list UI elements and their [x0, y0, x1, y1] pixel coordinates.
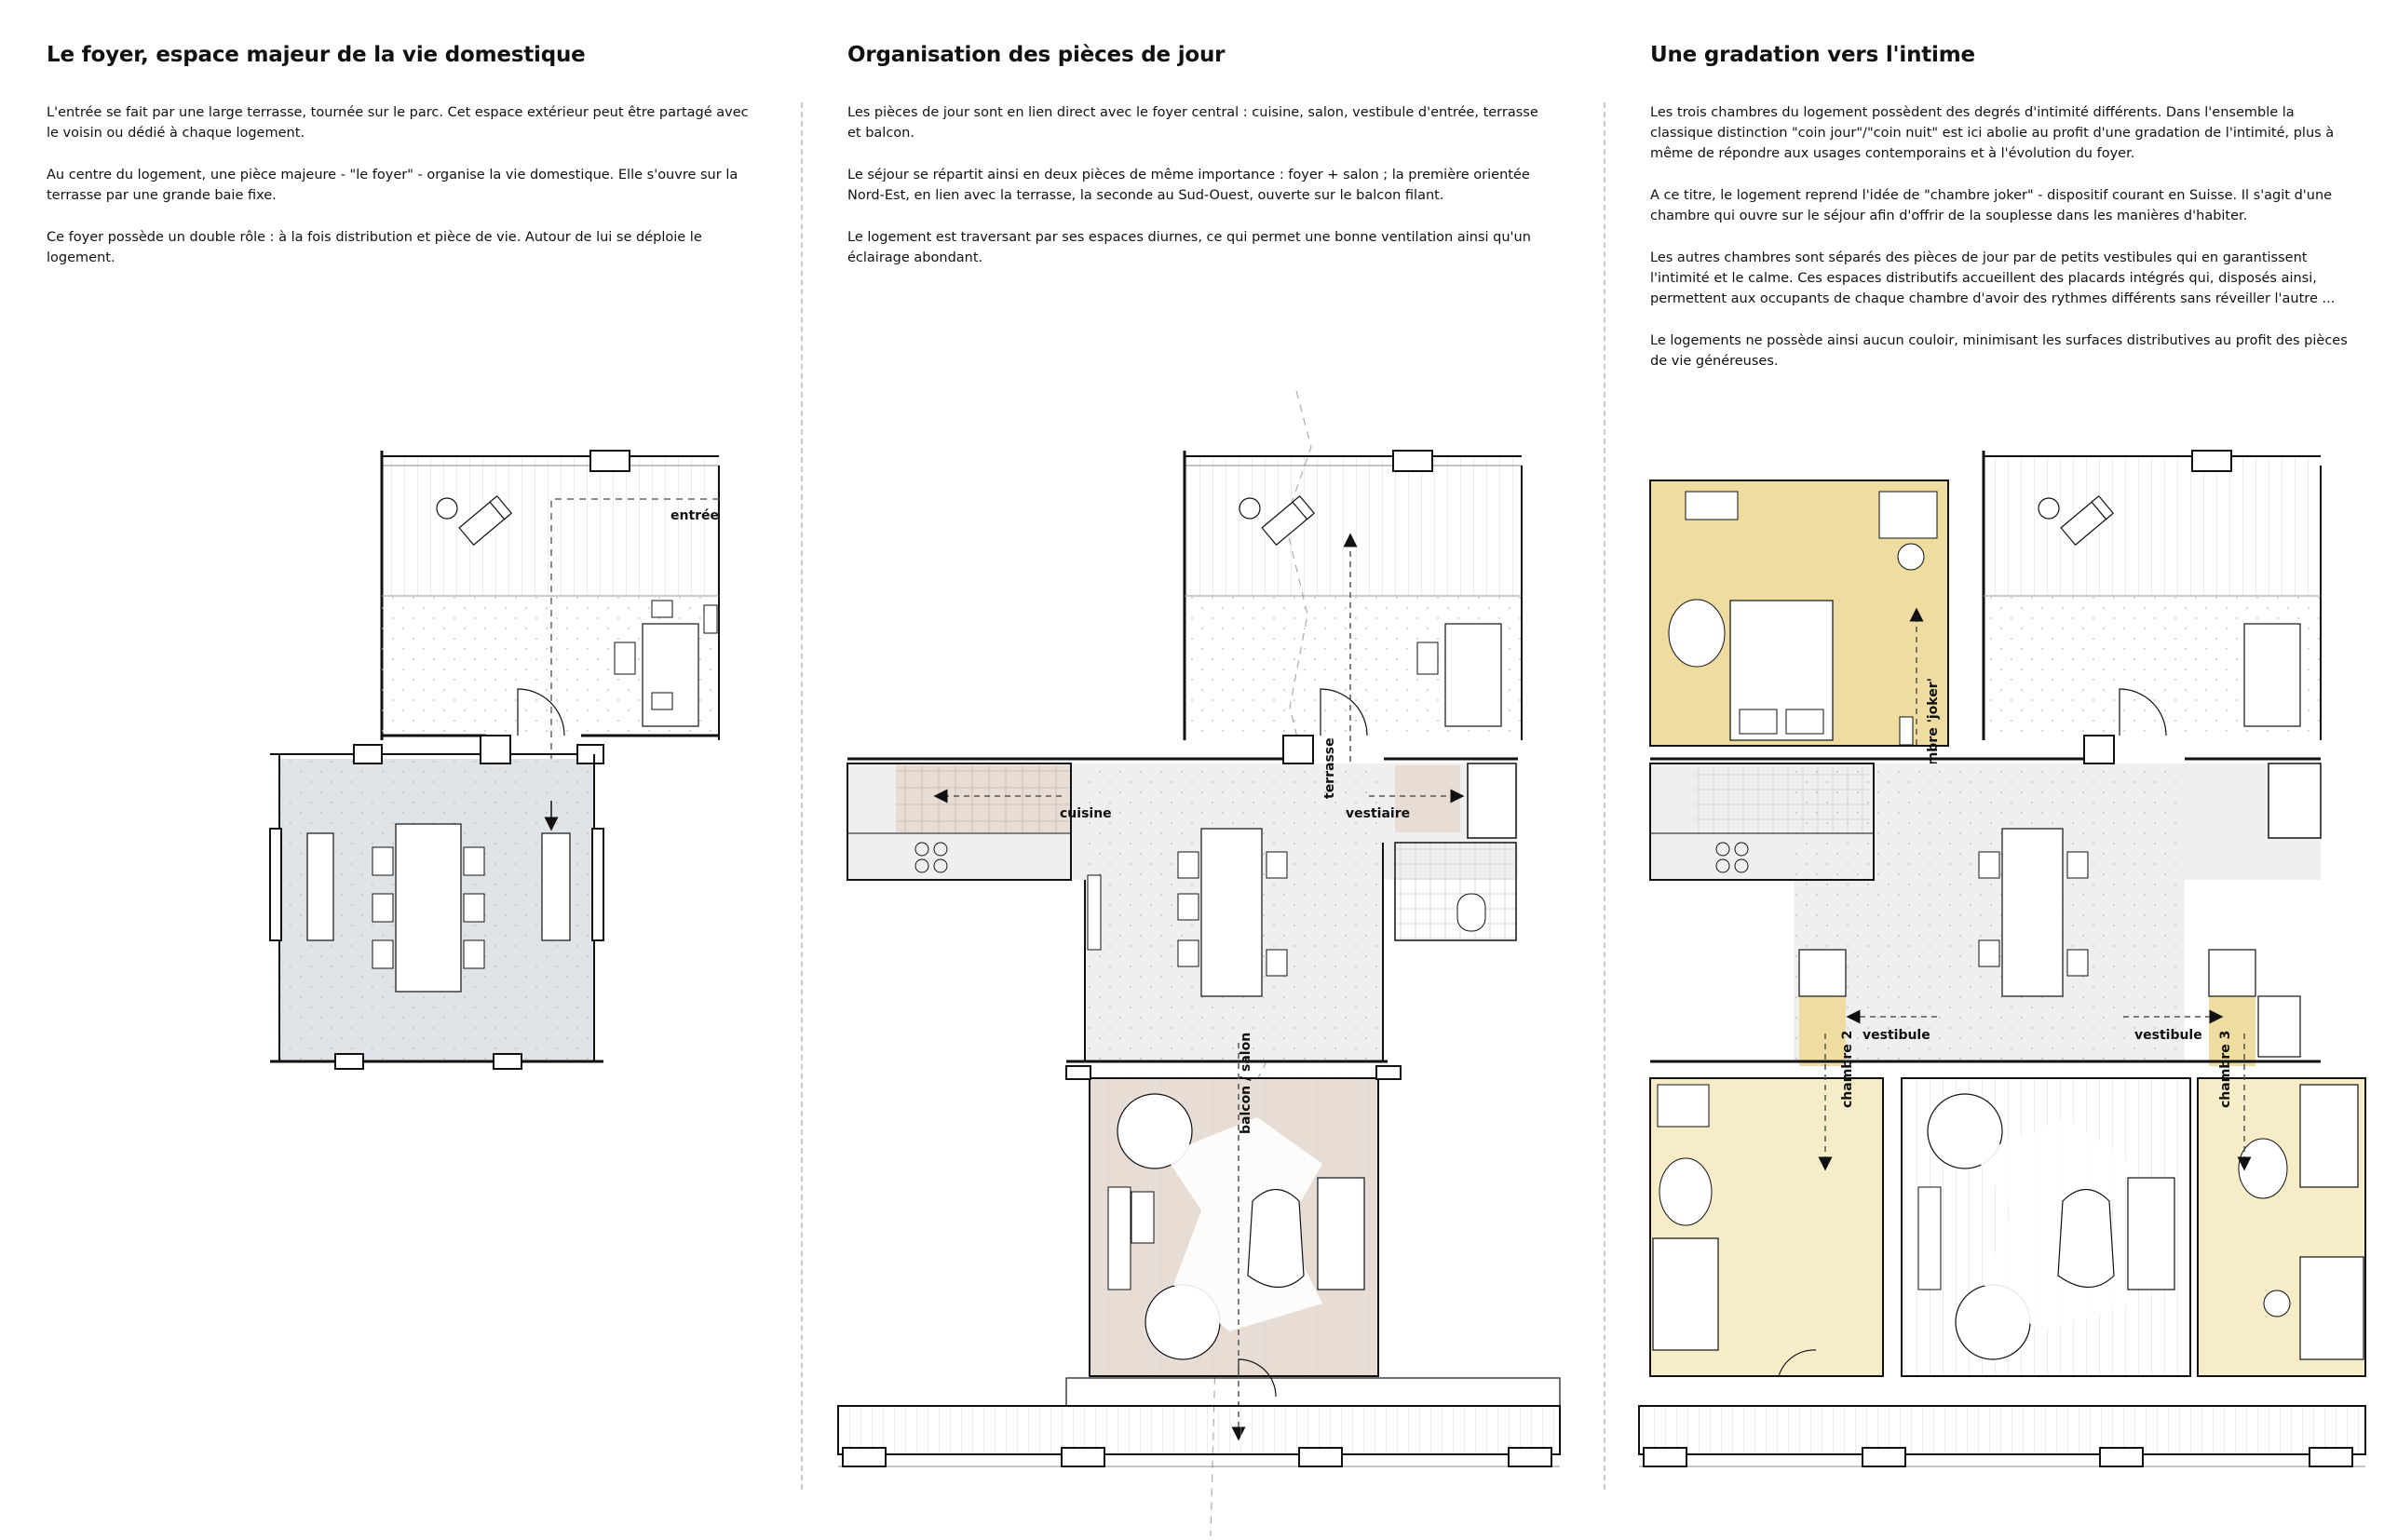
label-cuisine: cuisine [1060, 806, 1112, 821]
coffee-table-icon [1247, 1188, 1305, 1288]
label-terrasse: terrasse [1322, 737, 1337, 799]
paragraph: L'entrée se fait par une large terrasse,… [47, 105, 749, 141]
bed-icon [2299, 1084, 2359, 1188]
column-title: Le foyer, espace majeur de la vie domest… [47, 43, 586, 67]
lounge-chair-icon [1261, 494, 1316, 547]
vestibule-right-area [2209, 996, 2255, 1066]
paragraph: Les trois chambres du logement possèdent… [1650, 105, 2335, 161]
paragraph: Le logement est traversant par ses espac… [847, 230, 1531, 265]
rug-icon [1668, 599, 1726, 668]
door-icon [517, 688, 565, 736]
balcony-area [837, 1405, 1561, 1455]
paragraph: A ce titre, le logement reprend l'idée d… [1650, 188, 2333, 223]
chair-icon [1897, 543, 1925, 571]
sofa-icon [1317, 1177, 1365, 1290]
door-icon [1320, 688, 1368, 736]
paragraph: Le séjour se répartit ainsi en deux pièc… [847, 168, 1530, 203]
paragraph: Le logements ne possède ainsi aucun coul… [1650, 333, 2348, 369]
plan-gradation-intime: chambre 'joker' [1638, 450, 2366, 1467]
paragraph: Les pièces de jour sont en lien direct a… [847, 105, 1538, 141]
label-vestiaire: vestiaire [1346, 806, 1410, 821]
label-vestibule-left: vestibule [1862, 1028, 1930, 1043]
lounge-chair-icon [2060, 494, 2115, 547]
bed-icon [1652, 1237, 1719, 1351]
plan-foyer: entrée [269, 450, 720, 1070]
lounge-chair-icon [458, 494, 513, 547]
label-chambre-2: chambre 2 [1840, 1031, 1855, 1108]
toilet-icon [1456, 893, 1486, 932]
planter-icon [436, 497, 458, 520]
planter-icon [1239, 497, 1261, 520]
bathroom-area [1394, 842, 1517, 941]
dining-table-icon [395, 823, 462, 993]
paragraph: Au centre du logement, une pièce majeure… [47, 168, 738, 203]
terrace-area [382, 456, 719, 596]
sideboard-icon [541, 832, 571, 941]
table-icon [1444, 623, 1502, 727]
label-entree: entrée [670, 508, 719, 523]
paragraph: Les autres chambres sont séparés des piè… [1650, 250, 2336, 306]
label-chambre-3: chambre 3 [2218, 1031, 2233, 1108]
dining-table-icon [1200, 828, 1263, 997]
column-title: Une gradation vers l'intime [1650, 43, 1975, 67]
table-icon [642, 623, 699, 727]
column-title: Organisation des pièces de jour [847, 43, 1226, 67]
column-separator [801, 102, 803, 1490]
paragraph: Ce foyer possède un double rôle : à la f… [47, 230, 702, 265]
label-balcon-salon: balcon / salon [1239, 1033, 1253, 1134]
label-vestibule-right: vestibule [2134, 1028, 2202, 1043]
vestiaire-area [1395, 765, 1460, 832]
vestibule-left-area [1799, 996, 1846, 1066]
column-separator [1604, 102, 1605, 1490]
label-chambre-joker: chambre 'joker' [1926, 678, 1941, 791]
plan-pieces-de-jour: cuisine vestiaire terrasse balcon / salo… [837, 390, 1561, 1537]
sideboard-icon [306, 832, 334, 941]
door-icon [1238, 1358, 1277, 1398]
armchair-icon [1117, 1093, 1193, 1169]
